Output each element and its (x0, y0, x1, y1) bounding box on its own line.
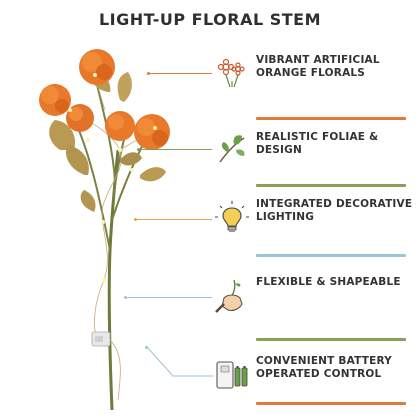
battery-icon (216, 361, 248, 389)
flower-head (39, 84, 71, 116)
leaf (120, 152, 142, 166)
separator (256, 117, 406, 120)
feature-label: ORANGE FLORALS (256, 67, 366, 79)
flower-icon (217, 58, 245, 88)
feature-battery-control: CONVENIENT BATTERY OPERATED CONTROL (256, 355, 416, 381)
fairy-lights (68, 73, 157, 282)
separator (256, 254, 406, 257)
feature-label: OPERATED CONTROL (256, 368, 382, 380)
leader-line (140, 149, 212, 150)
feature-label: VIBRANT ARTIFICIAL (256, 54, 380, 66)
leader-line (127, 297, 212, 298)
leader-dot (134, 218, 137, 221)
battery-box (91, 331, 111, 347)
flower-head (105, 111, 135, 141)
leader-line-angled (146, 346, 213, 377)
light-bulb-icon (215, 201, 249, 232)
leaf (140, 167, 166, 182)
flower-head (134, 114, 170, 150)
separator (256, 338, 406, 341)
feature-label: CONVENIENT BATTERY (256, 355, 392, 367)
leaf (65, 145, 89, 175)
leaf (117, 72, 132, 102)
feature-label: FLEXIBLE & SHAPEABLE (256, 276, 401, 288)
leader-line (137, 219, 212, 220)
battery-wire (109, 339, 121, 401)
feature-flexible-shapeable: FLEXIBLE & SHAPEABLE (256, 276, 416, 289)
separator (256, 402, 406, 405)
leader-dot (145, 346, 148, 349)
feature-label: LIGHTING (256, 211, 315, 223)
leaf (49, 120, 76, 150)
leaf (80, 190, 96, 212)
flower-head (79, 49, 115, 85)
leader-dot (147, 72, 150, 75)
leader-line (150, 73, 212, 74)
leader-dot (137, 148, 140, 151)
feature-label: REALISTIC FOLIAE & DESIGN (256, 131, 379, 156)
leader-dot (124, 296, 127, 299)
separator (256, 184, 406, 187)
page-title: LIGHT-UP FLORAL STEM (98, 10, 322, 29)
feature-label: INTEGRATED DECORATIVE (256, 198, 413, 210)
feature-realistic-foliage: REALISTIC FOLIAE & DESIGN (256, 131, 416, 157)
floral-stem-illustration (39, 49, 170, 411)
flower-head (66, 104, 94, 132)
leaf-branch-icon (219, 135, 245, 163)
feature-vibrant-florals: VIBRANT ARTIFICIAL ORANGE FLORALS (256, 54, 416, 80)
feature-integrated-lighting: INTEGRATED DECORATIVE LIGHTING (256, 198, 416, 224)
hand-bending-stem-icon (215, 279, 243, 313)
